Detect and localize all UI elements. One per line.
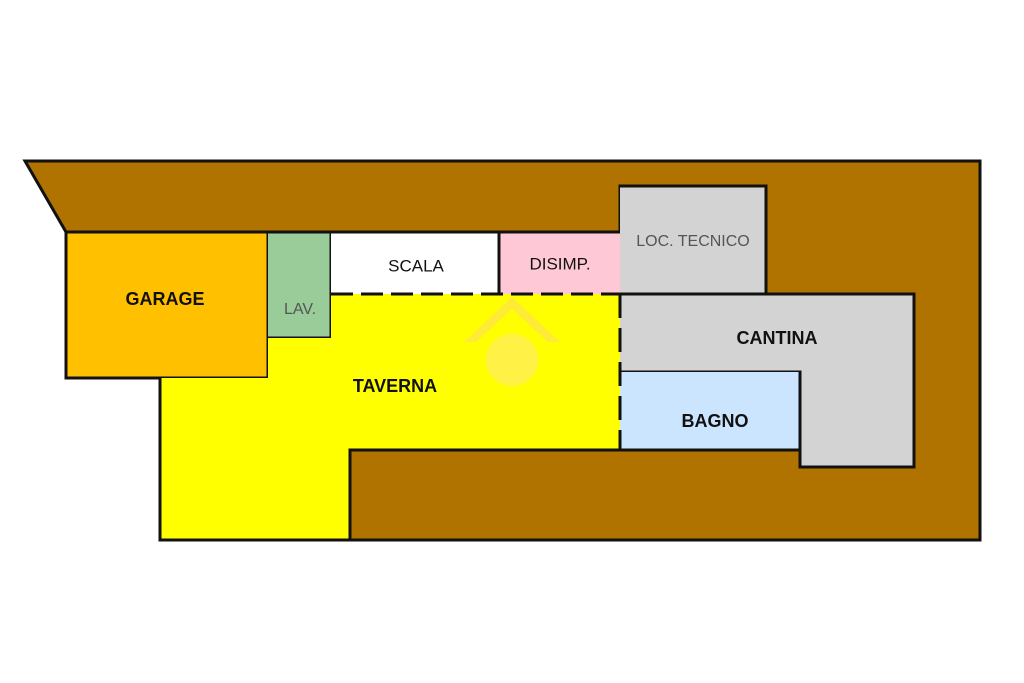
disimpegno-label: DISIMP. [529, 254, 590, 273]
house-logo-icon [464, 297, 560, 386]
locale-tecnico-room [620, 186, 766, 294]
lavanderia-label: LAV. [284, 301, 316, 318]
bagno-label: BAGNO [682, 411, 749, 431]
scala-room [331, 232, 499, 294]
cantina-room [620, 294, 914, 467]
disimpegno-room [499, 232, 620, 294]
scala-label: SCALA [388, 256, 444, 275]
cantina-label: CANTINA [737, 328, 818, 348]
garage-label: GARAGE [125, 289, 204, 309]
bagno-room [620, 372, 800, 450]
lavanderia-room [268, 232, 331, 338]
taverna-label: TAVERNA [353, 376, 437, 396]
locale-tecnico-label: LOC. TECNICO [636, 233, 750, 250]
